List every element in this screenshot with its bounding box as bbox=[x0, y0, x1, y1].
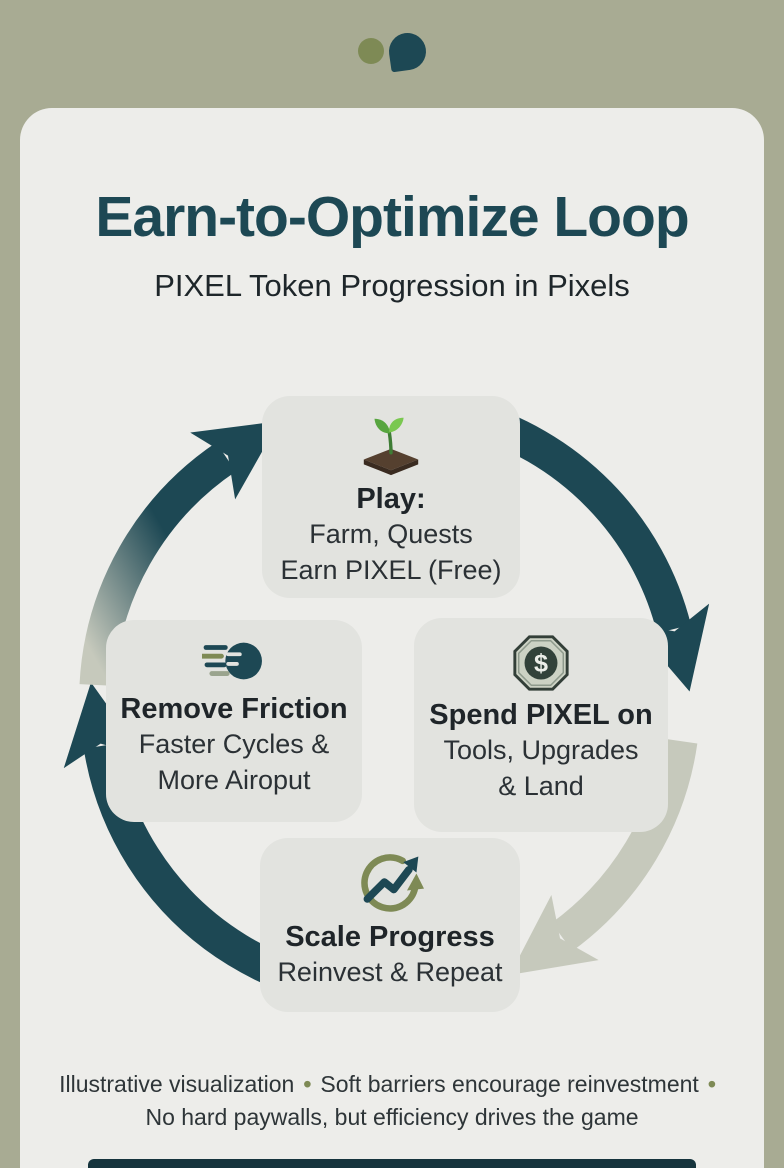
footer-bullet: • bbox=[707, 1071, 716, 1097]
node-scale-title: Scale Progress bbox=[285, 921, 495, 953]
footer-line1: Illustrative visualization • Soft barriers… bbox=[0, 1068, 784, 1101]
node-spend-line2: & Land bbox=[498, 771, 584, 801]
page-subtitle: PIXEL Token Progression in Pixels bbox=[154, 268, 630, 303]
footer-note: Illustrative visualization • Soft barriers… bbox=[0, 1068, 784, 1134]
node-friction-title: Remove Friction bbox=[120, 693, 348, 725]
speed-icon bbox=[106, 634, 362, 688]
node-play-line1: Farm, Quests bbox=[309, 519, 473, 549]
page-title: Earn-to-Optimize Loop bbox=[95, 185, 689, 249]
footer-seg1: Illustrative visualization bbox=[59, 1071, 295, 1097]
node-scale-line1: Reinvest & Repeat bbox=[277, 957, 503, 987]
growth-cycle-icon bbox=[260, 848, 520, 916]
footer-line2: No hard paywalls, but efficiency drives … bbox=[145, 1104, 639, 1130]
logo-olive-dot-icon bbox=[358, 38, 384, 64]
footer-seg2: Soft barriers encourage reinvestment bbox=[320, 1071, 699, 1097]
node-play-title: Play: bbox=[356, 483, 426, 515]
dollar-coin-icon: $ bbox=[414, 632, 668, 694]
arrow-friction-to-play bbox=[79, 421, 280, 687]
bottom-bar bbox=[88, 1159, 696, 1168]
node-friction-line1: Faster Cycles & bbox=[138, 729, 330, 759]
sprout-icon bbox=[262, 410, 520, 478]
node-spend-title: Spend PIXEL on bbox=[429, 699, 653, 731]
brand-logo bbox=[0, 26, 784, 84]
node-friction-line2: More Airoput bbox=[157, 765, 311, 795]
node-scale: Scale Progress Reinvest & Repeat bbox=[260, 838, 520, 1012]
arrow-spend-to-scale bbox=[509, 738, 698, 975]
footer-bullet: • bbox=[303, 1071, 312, 1097]
node-play-line2: Earn PIXEL (Free) bbox=[280, 555, 502, 585]
node-play: Play: Farm, Quests Earn PIXEL (Free) bbox=[262, 396, 520, 598]
svg-text:$: $ bbox=[534, 650, 548, 678]
node-friction: Remove Friction Faster Cycles & More Air… bbox=[106, 620, 362, 822]
node-spend-line1: Tools, Upgrades bbox=[443, 735, 639, 765]
node-spend: $ Spend PIXEL on Tools, Upgrades & Land bbox=[414, 618, 668, 832]
